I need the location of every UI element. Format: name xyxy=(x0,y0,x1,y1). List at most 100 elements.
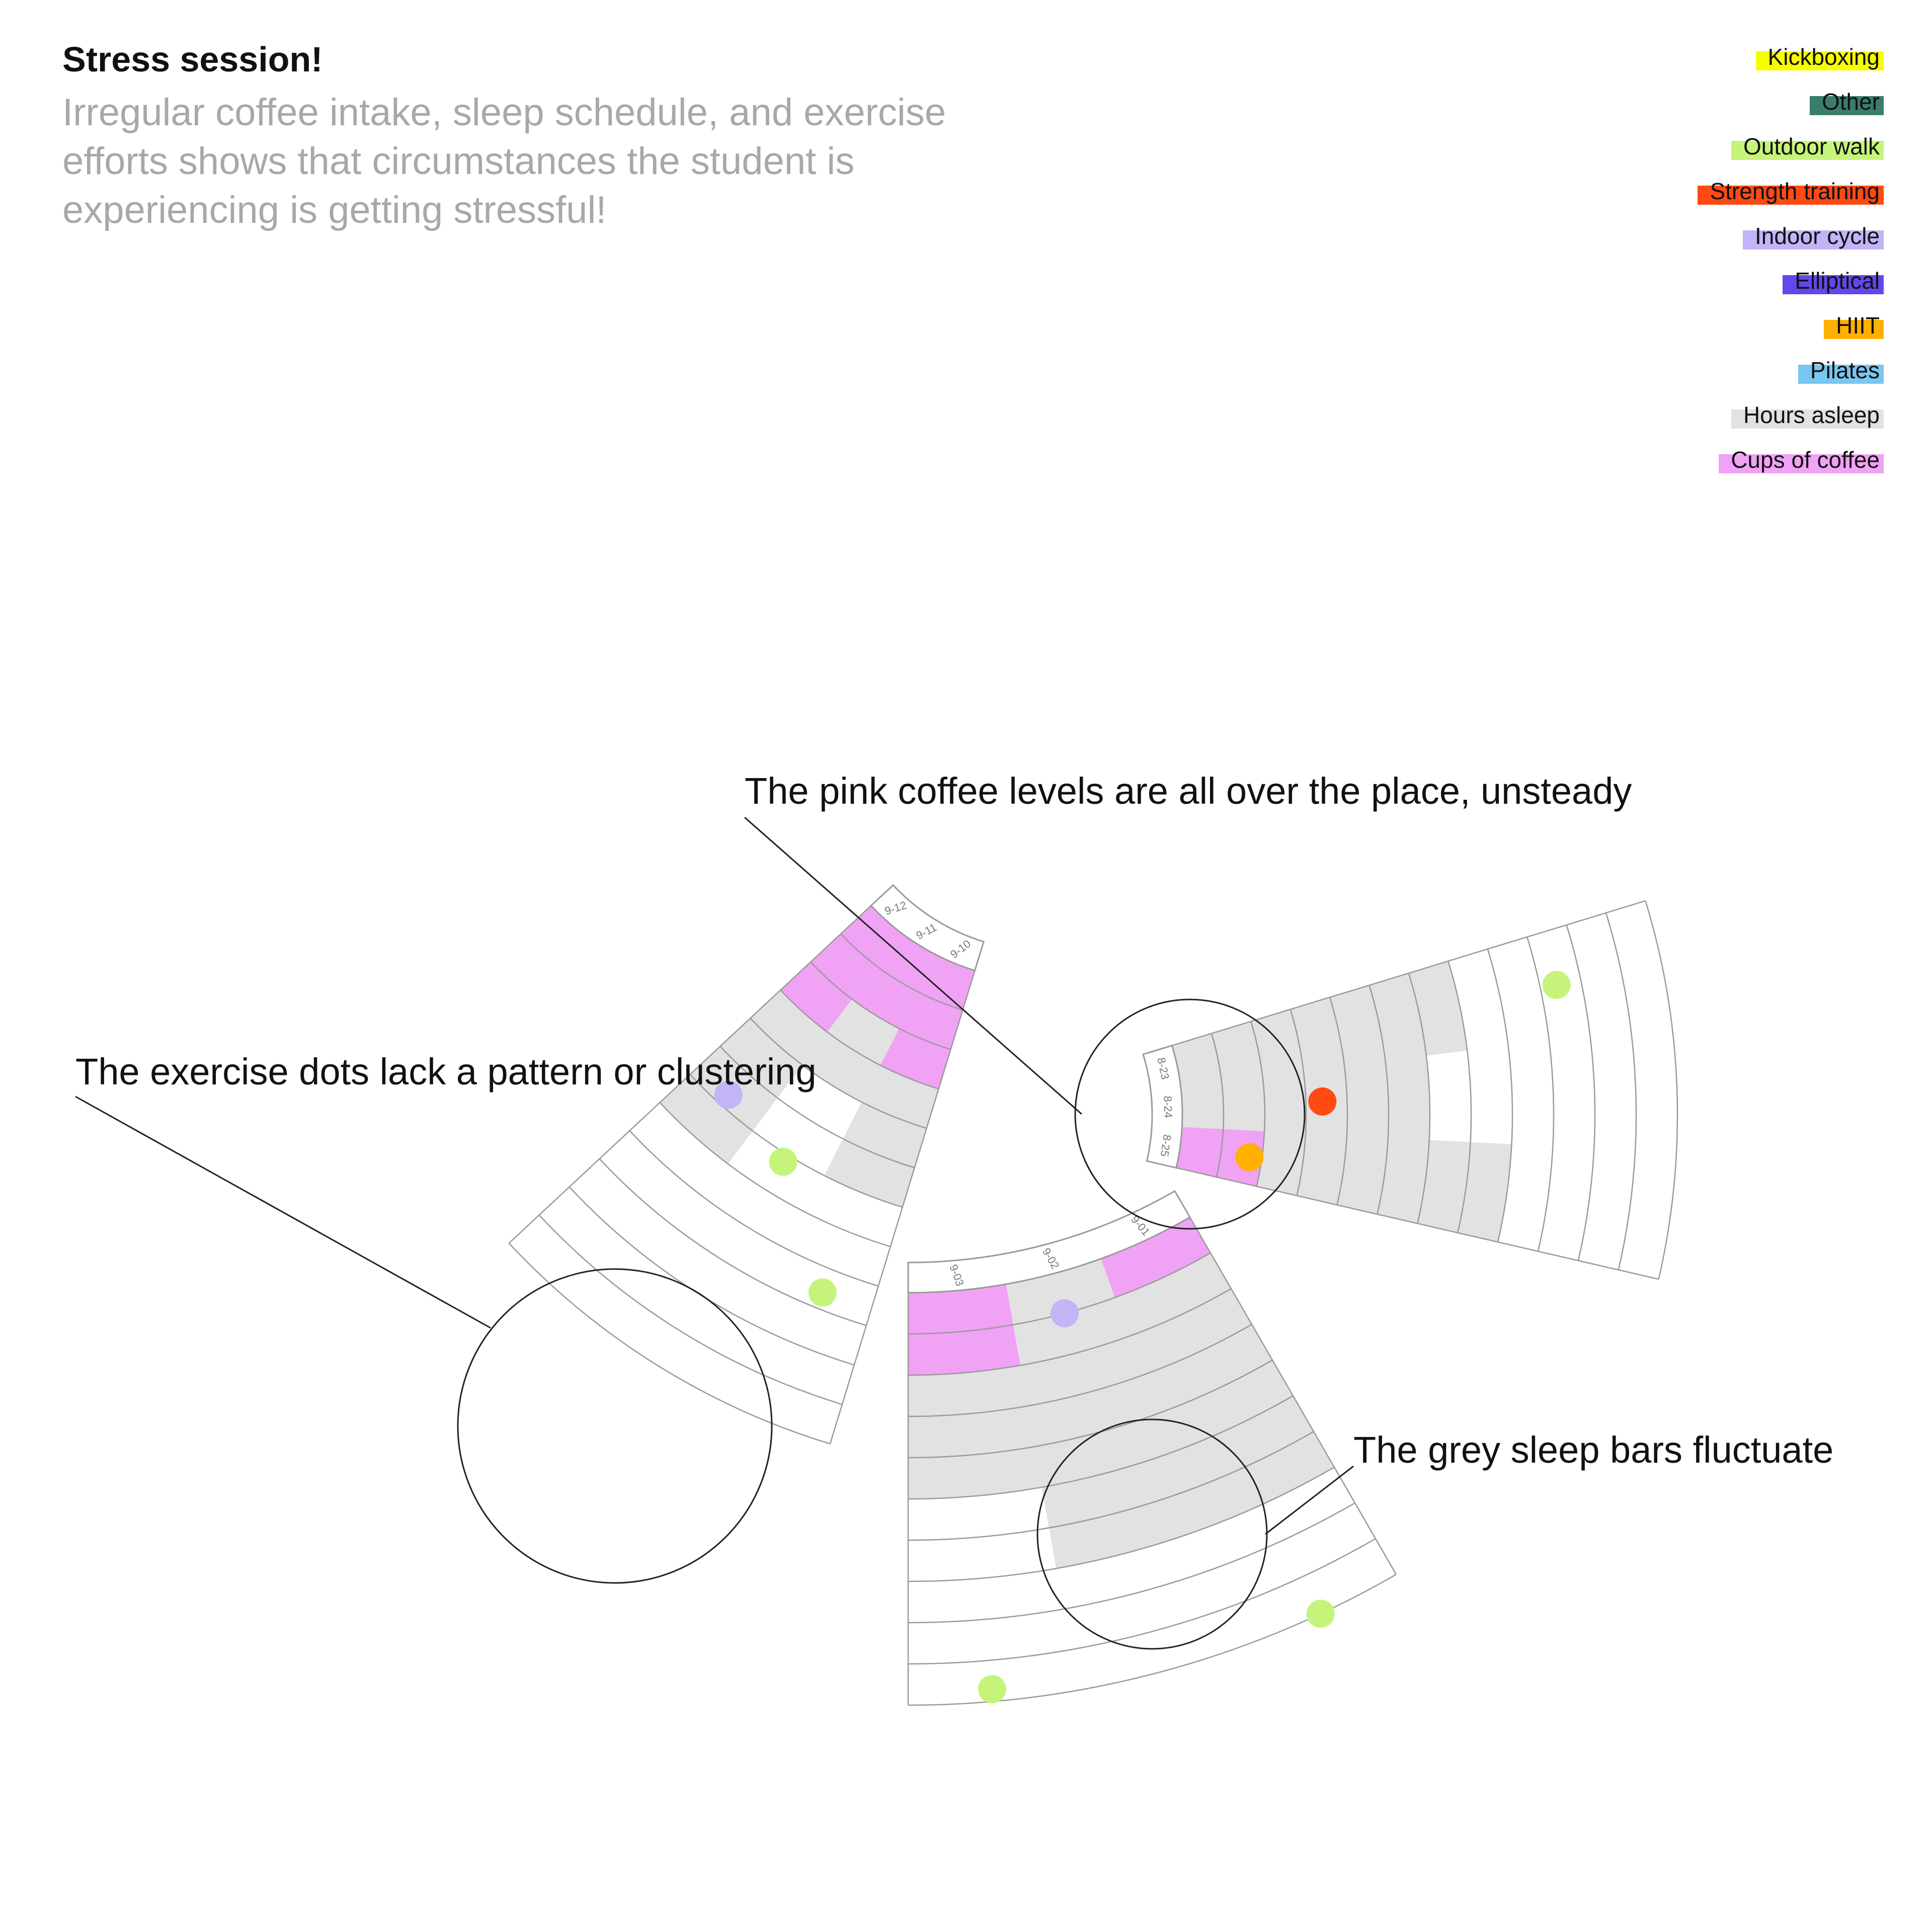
legend-swatch xyxy=(1719,454,1884,473)
ring-gridline xyxy=(508,1242,831,1445)
fan-1: 8-238-248-25 xyxy=(1142,900,1678,1280)
legend-swatch xyxy=(1698,186,1884,205)
fan-2: 9-109-119-12 xyxy=(508,884,985,1445)
legend-item: Other xyxy=(1532,89,1884,134)
legend-text: Strength training xyxy=(1710,178,1880,204)
legend-item: Strength training xyxy=(1532,179,1884,223)
ring-gridline xyxy=(908,1395,1294,1500)
callout-coffee: The pink coffee levels are all over the … xyxy=(745,770,1632,812)
ring-gridline xyxy=(908,1359,1273,1459)
fan-edge xyxy=(1147,1160,1659,1280)
legend-text: Kickboxing xyxy=(1767,44,1880,70)
legend-text: Hours asleep xyxy=(1743,402,1880,428)
legend-label: Pilates xyxy=(1798,358,1884,384)
fan-edge xyxy=(508,884,894,1244)
legend-swatch xyxy=(1824,320,1884,339)
legend-text: Indoor cycle xyxy=(1754,223,1880,249)
legend-label: Cups of coffee xyxy=(1719,447,1884,473)
activity-dot xyxy=(714,1080,743,1109)
legend-item: Pilates xyxy=(1532,358,1884,402)
ring-gridline xyxy=(908,1431,1314,1541)
fan-edge xyxy=(1174,1191,1397,1575)
legend-text: Elliptical xyxy=(1795,268,1880,294)
legend-swatch xyxy=(1731,409,1884,429)
callout-circle xyxy=(1036,1418,1268,1650)
legend-text: Outdoor walk xyxy=(1743,133,1880,159)
legend-text: Cups of coffee xyxy=(1731,447,1880,473)
legend-swatch xyxy=(1755,51,1884,70)
fan-edge xyxy=(1143,900,1646,1055)
legend-text: Other xyxy=(1821,89,1880,115)
callout-sleep: The grey sleep bars fluctuate xyxy=(1353,1429,1834,1471)
legend-swatch xyxy=(1742,230,1884,249)
legend-label: Other xyxy=(1809,89,1884,115)
ring-gridline xyxy=(908,1538,1376,1665)
legend-item: Elliptical xyxy=(1532,268,1884,313)
legend-label: HIIT xyxy=(1824,312,1884,339)
ring-gridline xyxy=(1369,985,1390,1215)
legend-item: Hours asleep xyxy=(1532,402,1884,447)
callout-leader-line xyxy=(75,1096,491,1329)
ring-gridline xyxy=(1211,1033,1225,1178)
legend-item: HIIT xyxy=(1532,313,1884,358)
legend-label: Hours asleep xyxy=(1731,402,1884,429)
fan-edge xyxy=(829,941,985,1444)
activity-dot xyxy=(769,1147,797,1176)
ring-gridline xyxy=(1408,973,1431,1224)
ring-gridline xyxy=(1645,900,1678,1280)
ring-gridline xyxy=(1566,925,1596,1261)
legend-item: Kickboxing xyxy=(1532,44,1884,89)
ring-gridline xyxy=(1329,997,1348,1205)
ring-gridline xyxy=(750,1018,927,1129)
legend-item: Outdoor walk xyxy=(1532,134,1884,179)
ring-gridline xyxy=(908,1288,1232,1376)
activity-dot xyxy=(1308,1087,1337,1116)
callout-leader-line xyxy=(1265,1465,1354,1535)
legend-label: Elliptical xyxy=(1783,268,1884,294)
ring-gridline xyxy=(1290,1009,1307,1196)
ring-gridline xyxy=(810,961,951,1050)
date-label: 8-24 xyxy=(1161,1096,1175,1118)
legend-swatch xyxy=(1798,365,1884,384)
ring-gridline xyxy=(1447,961,1472,1233)
legend-label: Outdoor walk xyxy=(1731,133,1884,160)
activity-dot xyxy=(978,1675,1006,1704)
ring-gridline xyxy=(1605,912,1637,1270)
legend-label: Kickboxing xyxy=(1755,44,1884,70)
activity-dot xyxy=(1542,971,1571,999)
date-cap xyxy=(870,884,985,972)
legend-item: Indoor cycle xyxy=(1532,223,1884,268)
sleep-bar xyxy=(1172,961,1468,1086)
ring-gridline xyxy=(780,989,939,1089)
ring-gridline xyxy=(1487,949,1513,1242)
ring-gridline xyxy=(1526,937,1555,1252)
legend-swatch xyxy=(1783,275,1884,294)
callout-leader-line xyxy=(744,816,1082,1115)
ring-gridline xyxy=(538,1214,843,1405)
legend-label: Indoor cycle xyxy=(1742,223,1884,249)
coffee-bar xyxy=(852,933,937,1029)
legend-swatch xyxy=(1809,96,1884,115)
sleep-bar xyxy=(1006,1258,1200,1569)
activity-dot xyxy=(1306,1600,1335,1628)
ring-gridline xyxy=(840,933,963,1011)
legend-text: HIIT xyxy=(1836,312,1880,339)
date-cap xyxy=(907,1190,1191,1294)
ring-gridline xyxy=(659,1102,891,1247)
coffee-bar xyxy=(1101,1217,1211,1298)
coffee-bar xyxy=(780,905,902,1032)
ring-gridline xyxy=(599,1158,867,1326)
activity-dot xyxy=(1051,1299,1079,1328)
fan-3: 9-019-029-03 xyxy=(907,1190,1397,1706)
ring-gridline xyxy=(908,1466,1335,1582)
ring-gridline xyxy=(629,1130,879,1287)
legend-swatch xyxy=(1731,141,1884,160)
ring-gridline xyxy=(1250,1021,1266,1187)
ring-gridline xyxy=(719,1046,915,1168)
callout-circle xyxy=(457,1268,773,1584)
ring-gridline xyxy=(908,1323,1252,1417)
annotations xyxy=(75,816,1354,1650)
ring-gridline xyxy=(569,1186,855,1366)
